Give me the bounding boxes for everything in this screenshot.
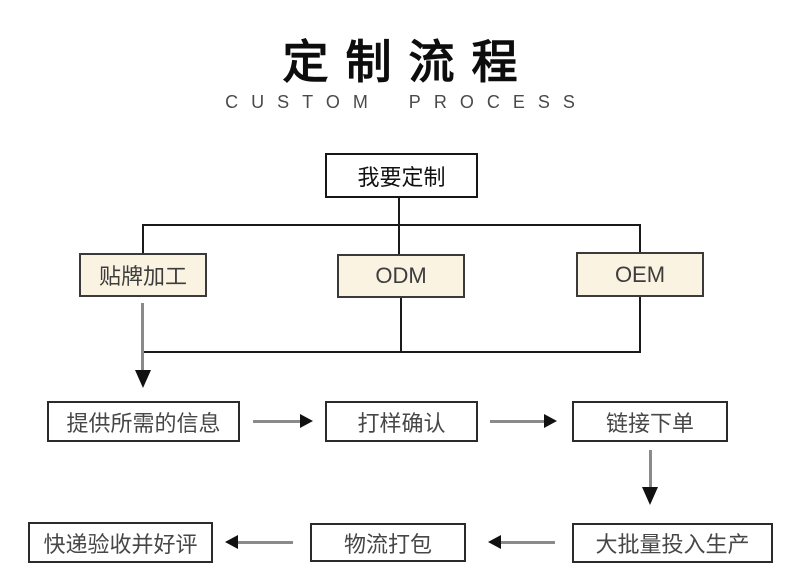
node-branch-oem-label: OEM — [614, 261, 666, 287]
node-step-production-label: 大批量投入生产 — [595, 532, 750, 557]
connector-branch-right-stub — [639, 224, 641, 252]
node-step-sample: 打样确认 — [325, 401, 478, 442]
node-branch-odm-label: ODM — [375, 263, 427, 288]
connector-branch-top — [142, 224, 641, 226]
arrow-production-to-pack-shaft — [501, 541, 555, 544]
arrow-sample-to-order-shaft — [490, 420, 544, 423]
arrow-sample-to-order-head — [544, 414, 557, 428]
node-step-info: 提供所需的信息 — [47, 401, 240, 442]
connector-collector — [142, 351, 641, 353]
node-branch-tiepai: 贴牌加工 — [79, 253, 207, 297]
arrow-info-to-sample-shaft — [253, 420, 300, 423]
node-branch-tiepai-label: 贴牌加工 — [98, 264, 187, 289]
node-branch-odm: ODM — [337, 254, 465, 298]
connector-odm-down — [400, 298, 402, 353]
page-title: 定制流程 — [282, 36, 535, 88]
node-step-receive: 快递验收并好评 — [28, 522, 213, 563]
node-step-sample-label: 打样确认 — [357, 410, 446, 436]
node-step-pack-label: 物流打包 — [343, 531, 432, 557]
connector-branch-left-stub — [142, 224, 144, 253]
node-step-order-label: 链接下单 — [605, 410, 694, 436]
arrow-production-to-pack-head — [488, 535, 501, 549]
connector-start-down — [398, 198, 400, 254]
arrow-info-to-sample-head — [300, 414, 313, 428]
node-branch-oem: OEM — [576, 252, 704, 297]
node-step-pack: 物流打包 — [310, 523, 466, 562]
arrow-tiepai-down-shaft — [141, 303, 144, 370]
page-subtitle: CUSTOM PROCESS — [225, 92, 588, 112]
node-step-order: 链接下单 — [572, 401, 728, 442]
arrow-pack-to-receive-head — [225, 535, 238, 549]
node-step-receive-label: 快递验收并好评 — [43, 531, 198, 557]
node-start: 我要定制 — [325, 153, 478, 198]
node-start-label: 我要定制 — [357, 164, 446, 190]
arrow-tiepai-down-head — [135, 370, 151, 388]
arrow-order-down-shaft — [649, 450, 652, 487]
node-step-production: 大批量投入生产 — [572, 523, 773, 563]
node-step-info-label: 提供所需的信息 — [66, 410, 221, 436]
connector-oem-down — [639, 297, 641, 353]
arrow-pack-to-receive-shaft — [238, 541, 293, 544]
arrow-order-down-head — [642, 487, 658, 505]
